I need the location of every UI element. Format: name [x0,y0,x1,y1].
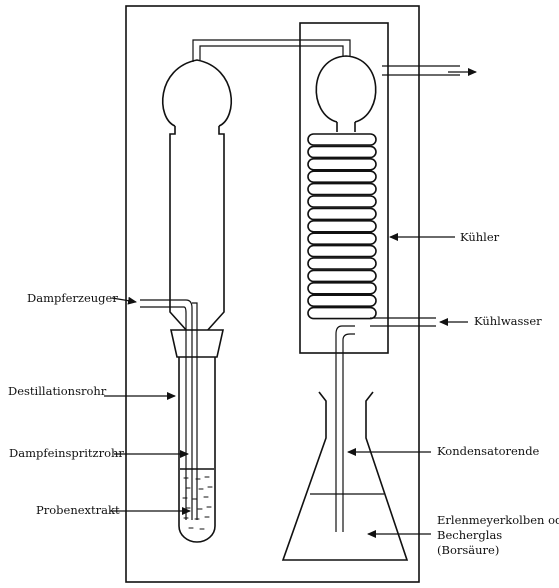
label-erlenmeyer-line2: Becherglas [437,528,502,542]
label-kondensatorende: Kondensatorende [437,444,540,458]
label-dampfeinspritzrohr: Dampfeinspritzrohr [9,446,124,460]
label-erlenmeyer-line3: (Borsäure) [437,543,499,557]
cooling-water-inlet [370,317,436,327]
label-probenextrakt: Probenextrakt [36,503,120,517]
coil-loop [307,244,377,258]
coil-loop [307,281,377,295]
label-kuehlwasser: Kühlwasser [474,314,542,328]
coil-loop [307,232,377,245]
cooling-water-outlet [382,65,477,76]
vapor-tube [192,39,351,62]
condenser-end-tube [335,325,355,532]
coil-loop [307,182,377,196]
coil-loop [307,145,377,159]
steam-injection-tube [140,299,198,520]
label-kuehler: Kühler [460,230,500,244]
coil-loop [307,257,377,270]
coil-loop [307,269,377,283]
arrow-dampferzeuger [111,296,137,305]
label-destillationsrohr: Destillationsrohr [8,384,107,398]
apparatus-frame [125,5,420,583]
erlenmeyer-flask [281,391,409,561]
coil-loop [307,306,377,320]
coil-loop [307,207,377,221]
coil-loop [307,158,377,171]
coil-loop [307,294,377,308]
condenser-bulb [315,55,377,132]
distillation-tube [178,357,216,543]
coil-loop [307,133,377,146]
condenser-housing [299,22,389,354]
label-dampferzeuger: Dampferzeuger [27,291,118,305]
coil-loop [307,195,377,208]
cooling-coil [307,133,377,320]
label-erlenmeyer-line1: Erlenmeyerkolben oder [437,513,559,527]
coil-loop [307,170,377,183]
coil-loop [307,220,377,233]
